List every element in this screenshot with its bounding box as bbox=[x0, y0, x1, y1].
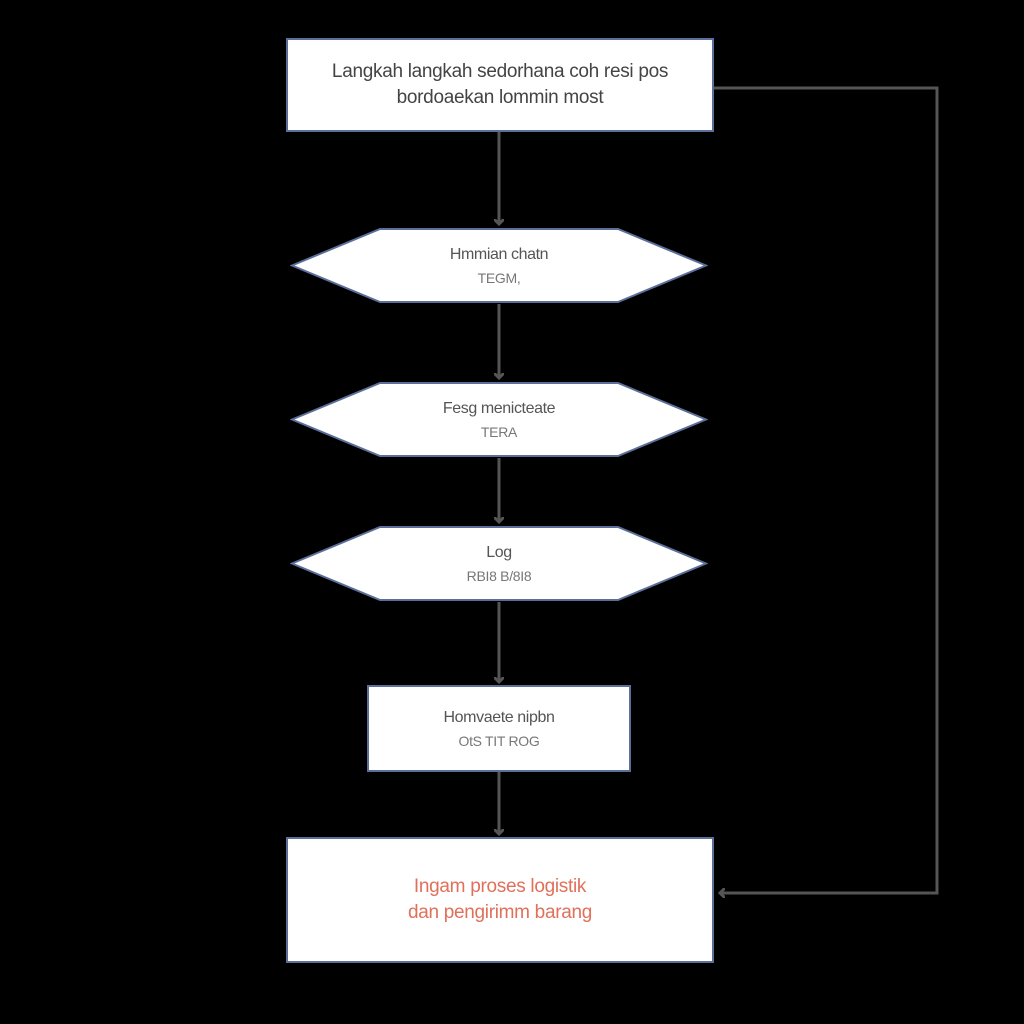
start-box-line1: Langkah langkah sedorhana coh resi pos bbox=[331, 61, 669, 82]
end-box-line1: Ingam proses logistik bbox=[413, 876, 587, 897]
step1-hexagon: Hmmian chatn TEGM, bbox=[290, 227, 708, 304]
start-box: Langkah langkah sedorhana coh resi pos b… bbox=[286, 38, 714, 132]
step1-label: Hmmian chatn bbox=[449, 245, 549, 263]
end-box: Ingam proses logistik dan pengirimm bara… bbox=[286, 837, 714, 963]
step3-hexagon: Log RBI8 B/8I8 bbox=[290, 525, 708, 602]
start-box-line2: bordoaekan lommin most bbox=[396, 87, 604, 108]
end-box-line2: dan pengirimm barang bbox=[407, 902, 593, 923]
loop-connector-start-to-end bbox=[714, 86, 939, 893]
step1-sub: TEGM, bbox=[477, 269, 521, 286]
step4-sub: OtS TIT ROG bbox=[458, 732, 540, 749]
step3-sub: RBI8 B/8I8 bbox=[466, 567, 532, 584]
step3-label: Log bbox=[486, 543, 512, 561]
step2-sub: TERA bbox=[480, 423, 518, 440]
step2-hexagon: Fesg menicteate TERA bbox=[290, 381, 708, 458]
step2-label: Fesg menicteate bbox=[442, 399, 556, 417]
step4-label: Homvaete nipbn bbox=[443, 708, 555, 726]
step4-box: Homvaete nipbn OtS TIT ROG bbox=[367, 685, 631, 772]
